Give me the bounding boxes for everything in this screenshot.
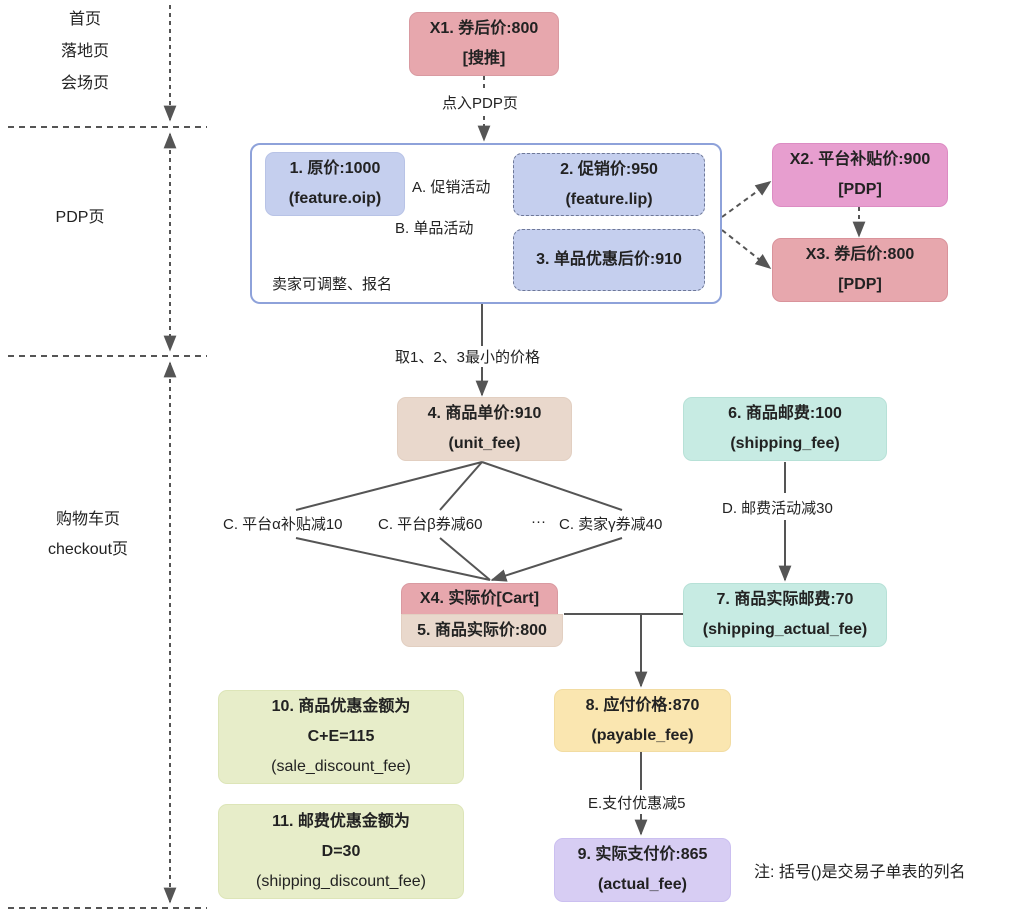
node-n1-line1: 1. 原价:1000 <box>289 160 381 177</box>
label-d: D. 邮费活动减30 <box>720 497 835 518</box>
edge-c3-x4 <box>490 537 623 582</box>
node-n4-line2: (unit_fee) <box>448 435 521 452</box>
node-n11-line3: (shipping_discount_fee) <box>256 872 426 890</box>
label-c2: C. 平台β券减60 <box>376 513 485 534</box>
lane-cart-1: 购物车页 <box>55 511 120 528</box>
node-n2: 2. 促销价:950 (feature.lip) <box>513 153 705 216</box>
node-n7-line1: 7. 商品实际邮费:70 <box>716 591 854 608</box>
node-x3: X3. 券后价:800 [PDP] <box>772 238 948 302</box>
lane-label-cart: 购物车页 checkout页 <box>28 505 148 565</box>
node-n8-line1: 8. 应付价格:870 <box>585 696 700 714</box>
lane-home-2: 落地页 <box>60 43 109 60</box>
lane-label-pdp: PDP页 <box>55 209 105 226</box>
node-x1: X1. 券后价:800 [搜推] <box>409 12 559 76</box>
lane-home-3: 会场页 <box>60 75 109 92</box>
node-n1-line2: (feature.oip) <box>288 190 382 207</box>
node-n8: 8. 应付价格:870 (payable_fee) <box>554 689 731 752</box>
node-x2: X2. 平台补贴价:900 [PDP] <box>772 143 948 207</box>
label-ellipsis: ··· <box>529 513 548 530</box>
label-c1: C. 平台α补贴减10 <box>221 513 345 534</box>
lane-home-1: 首页 <box>68 11 101 28</box>
label-enter-pdp: 点入PDP页 <box>440 92 520 113</box>
edge-n4-c3 <box>481 461 623 511</box>
edge-n4-c2 <box>439 461 483 511</box>
node-n10: 10. 商品优惠金额为 C+E=115 (sale_discount_fee) <box>218 690 464 784</box>
edge-pdp-x3 <box>721 229 772 269</box>
node-n11: 11. 邮费优惠金额为 D=30 (shipping_discount_fee) <box>218 804 464 899</box>
node-x1-line1: X1. 券后价:800 <box>429 20 539 37</box>
node-n5: 5. 商品实际价:800 <box>401 614 563 647</box>
node-n9-line2: (actual_fee) <box>598 876 687 893</box>
edge-n4-c1 <box>295 461 483 511</box>
node-n1: 1. 原价:1000 (feature.oip) <box>265 152 405 216</box>
node-n7-line2: (shipping_actual_fee) <box>702 621 868 638</box>
node-n4: 4. 商品单价:910 (unit_fee) <box>397 397 572 461</box>
node-n9-line1: 9. 实际支付价:865 <box>577 846 708 863</box>
node-n10-line1: 10. 商品优惠金额为 <box>271 698 411 715</box>
label-seller: 卖家可调整、报名 <box>272 276 393 293</box>
label-a: A. 促销活动 <box>412 179 491 196</box>
node-x4: X4. 实际价[Cart] <box>401 583 558 615</box>
label-take-min: 取1、2、3最小的价格 <box>393 346 543 367</box>
edge-c1-x4 <box>295 537 491 581</box>
lane-label-home: 首页 落地页 会场页 <box>50 4 120 100</box>
node-n10-line3: (sale_discount_fee) <box>271 758 411 775</box>
node-n4-line1: 4. 商品单价:910 <box>427 405 542 422</box>
node-n7: 7. 商品实际邮费:70 (shipping_actual_fee) <box>683 583 887 647</box>
label-b: B. 单品活动 <box>395 220 474 237</box>
edge-c2-x4 <box>439 537 491 581</box>
label-e: E.支付优惠减5 <box>586 792 688 813</box>
node-x3-line1: X3. 券后价:800 <box>805 246 915 263</box>
node-n6-line1: 6. 商品邮费:100 <box>728 405 842 422</box>
node-n6: 6. 商品邮费:100 (shipping_fee) <box>683 397 887 461</box>
node-n10-line2: C+E=115 <box>307 728 375 745</box>
node-x1-line2: [搜推] <box>462 50 506 67</box>
node-n2-line2: (feature.lip) <box>565 190 653 208</box>
node-x2-line2: [PDP] <box>838 181 882 198</box>
node-n9: 9. 实际支付价:865 (actual_fee) <box>554 838 731 902</box>
node-n2-line1: 2. 促销价:950 <box>560 160 658 178</box>
lane-cart-2: checkout页 <box>47 541 129 558</box>
node-n8-line2: (payable_fee) <box>591 726 694 744</box>
node-x2-line1: X2. 平台补贴价:900 <box>789 151 931 168</box>
node-n3: 3. 单品优惠后价:910 <box>513 229 705 291</box>
node-n11-line1: 11. 邮费优惠金额为 <box>272 812 410 830</box>
label-c3: C. 卖家γ券减40 <box>557 513 665 534</box>
node-x3-line2: [PDP] <box>838 276 882 293</box>
node-n6-line2: (shipping_fee) <box>730 435 840 452</box>
edge-pdp-x2 <box>721 181 772 218</box>
node-n11-line2: D=30 <box>321 842 361 860</box>
footnote: 注: 括号()是交易子单表的列名 <box>752 858 968 882</box>
